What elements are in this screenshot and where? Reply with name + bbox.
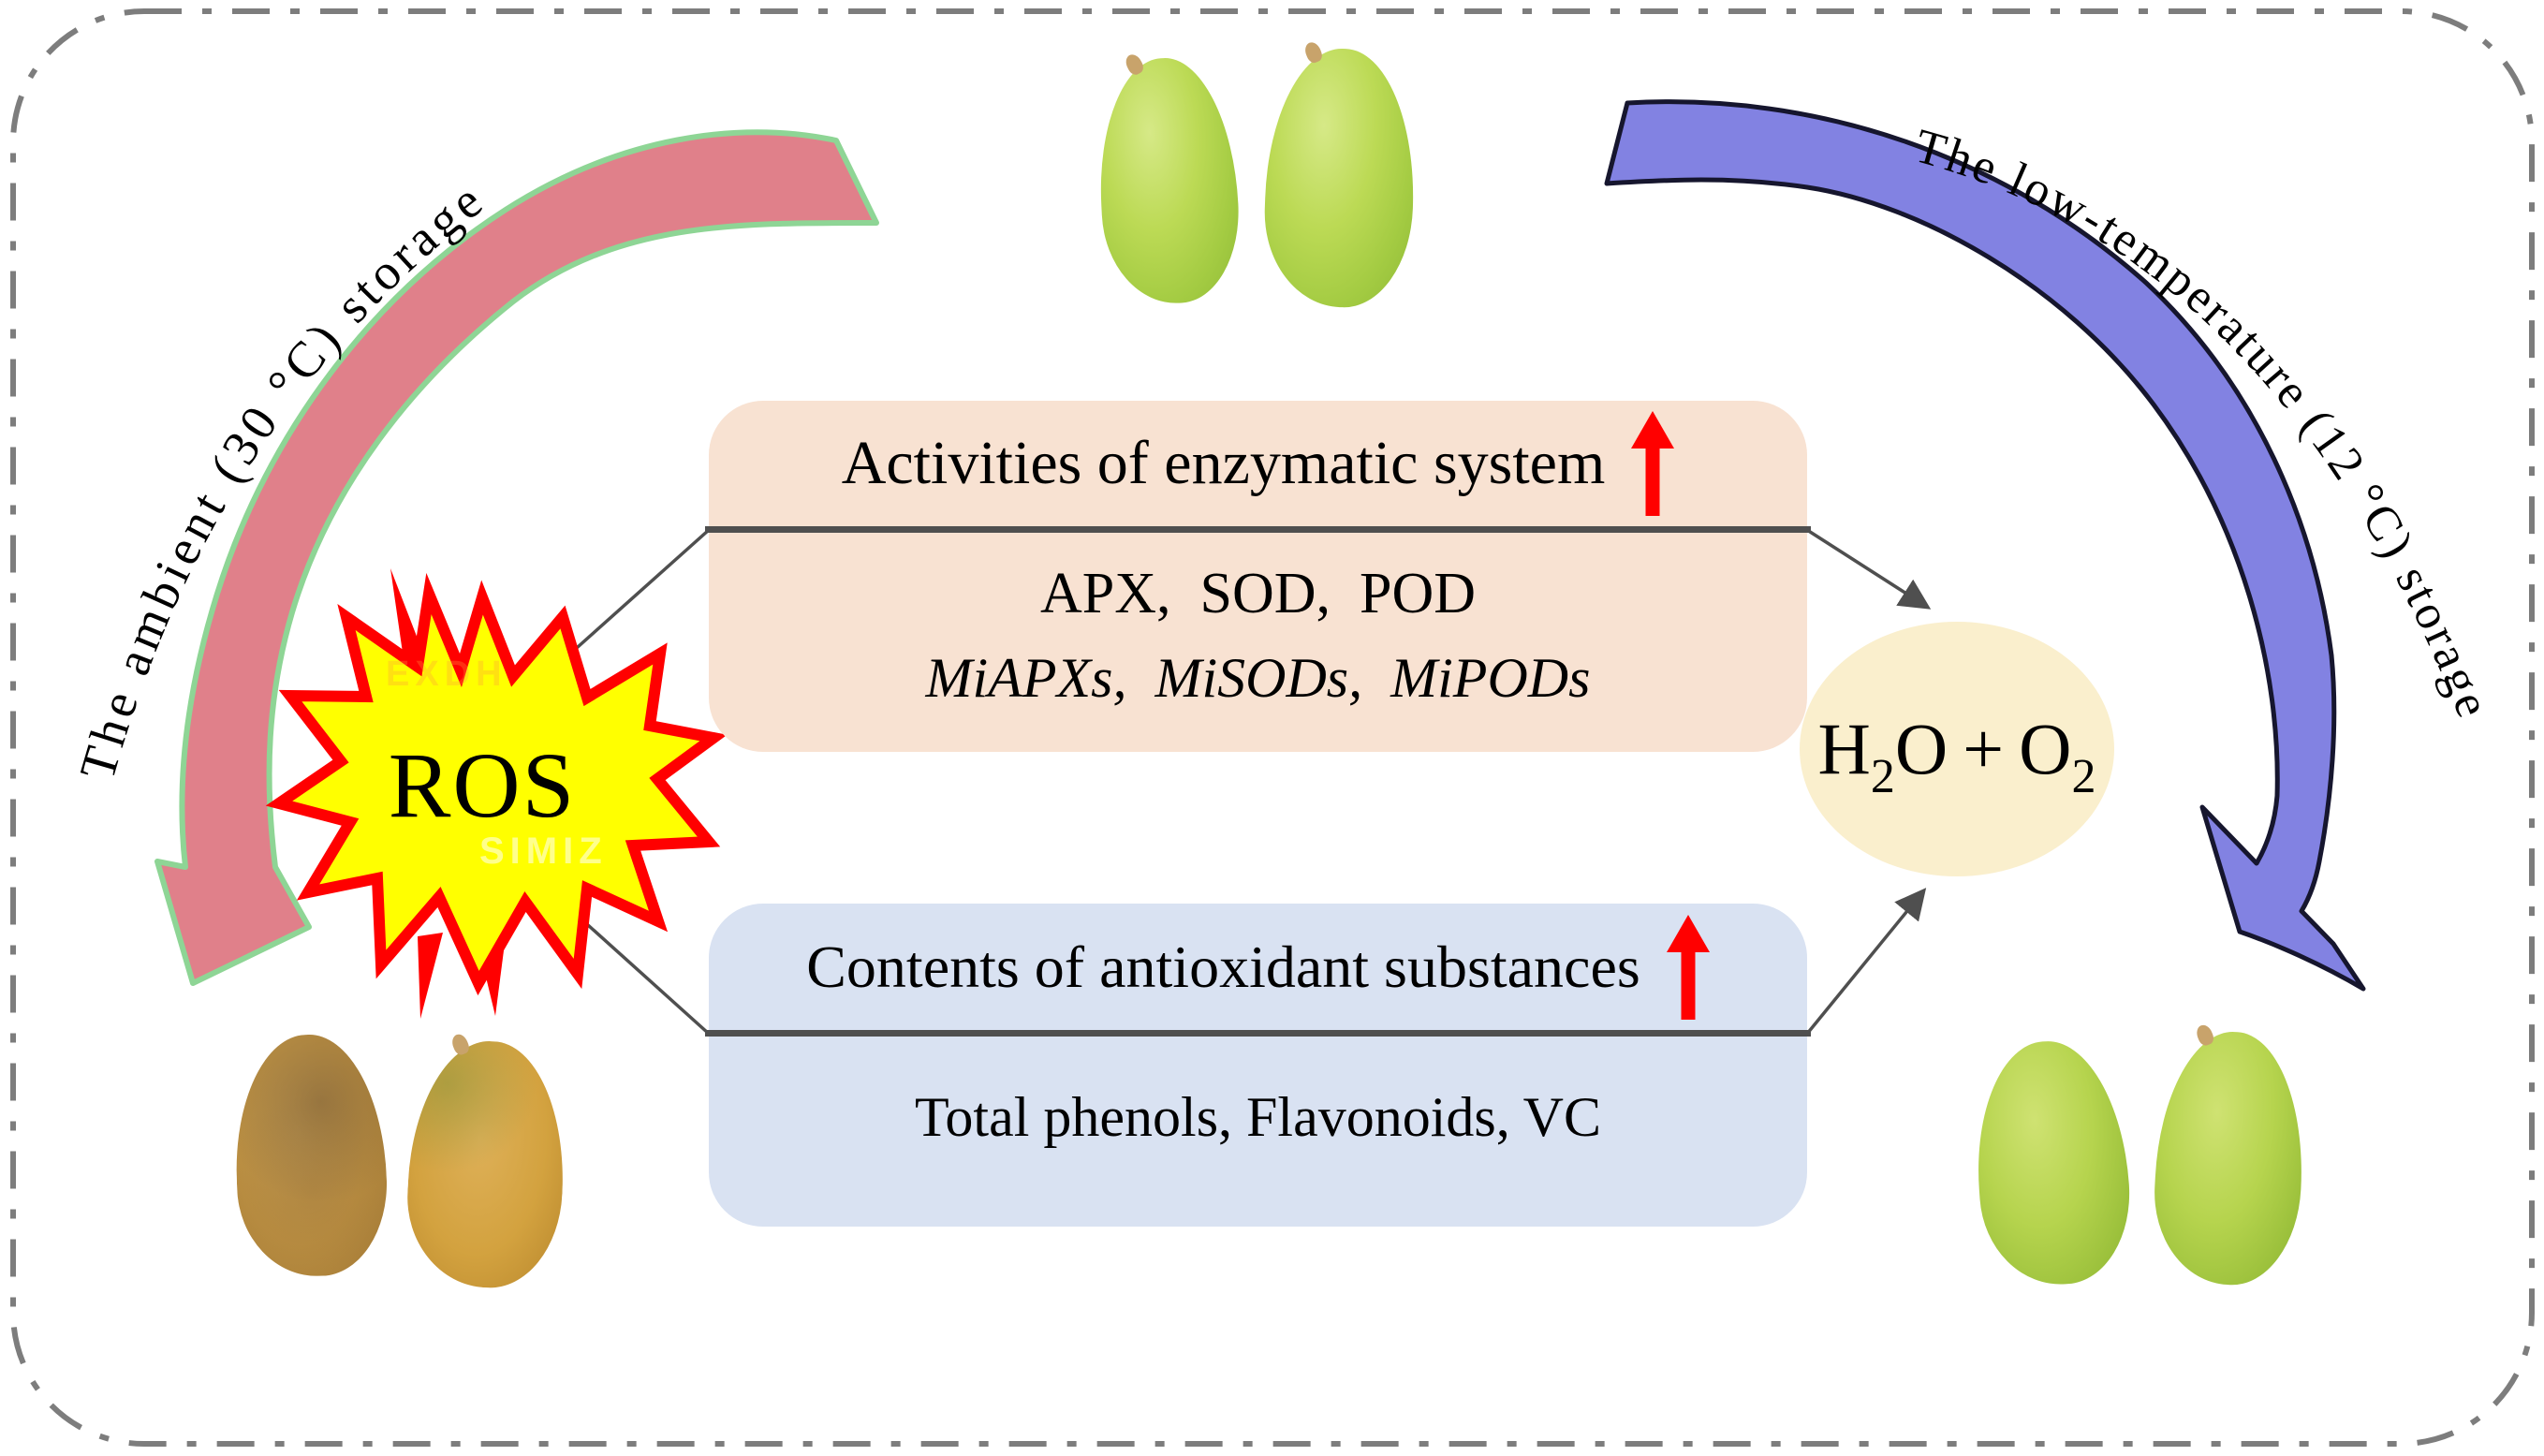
enzyme-panel-content: APX, SOD, POD MiAPXs, MiSODs, MiPODs — [709, 533, 1807, 711]
enzyme-activity-panel: Activities of enzymatic system APX, SOD,… — [705, 401, 1811, 752]
antioxidant-panel-title: Contents of antioxidant substances — [806, 933, 1640, 1000]
increase-arrow-icon — [1631, 411, 1674, 516]
figure-border — [10, 8, 2535, 1447]
enzyme-panel-divider — [705, 526, 1811, 533]
ros-watermark-top: EXDH — [386, 654, 507, 694]
antioxidant-panel-divider — [705, 1030, 1811, 1037]
connector-ros-to-enzyme — [558, 528, 711, 665]
product-ellipse: H2O+O2 — [1800, 622, 2114, 876]
h2o-o2-formula: H2O+O2 — [1817, 707, 2095, 803]
ros-watermark-bottom: SIMIZ — [479, 831, 608, 872]
enzyme-list: APX, SOD, POD — [1039, 562, 1477, 625]
ros-label: ROS — [389, 733, 577, 837]
enzyme-panel-title: Activities of enzymatic system — [841, 429, 1606, 497]
formula-plus: + — [1963, 708, 2005, 789]
formula-o2-sub: 2 — [2071, 750, 2096, 803]
antioxidant-panel-title-row: Contents of antioxidant substances — [709, 904, 1807, 1030]
formula-o2: O — [2019, 708, 2072, 789]
low-temperature-pathway-arrow — [1604, 99, 2366, 992]
ros-spike-bottom-left — [418, 933, 443, 1019]
connector-antioxidant-to-product — [1805, 888, 1927, 1036]
enzyme-gene-list: MiAPXs, MiSODs, MiPODs — [925, 647, 1591, 709]
antioxidant-list: Total phenols, Flavonoids, VC — [914, 1086, 1602, 1148]
antioxidant-content-panel: Contents of antioxidant substances Total… — [705, 904, 1811, 1227]
ambient-pathway-arrow — [154, 129, 879, 986]
connector-enzyme-to-product — [1806, 528, 1932, 610]
formula-h: H — [1817, 708, 1871, 789]
formula-o: O — [1894, 708, 1948, 789]
ros-star — [265, 572, 728, 996]
antioxidant-panel-content: Total phenols, Flavonoids, VC — [709, 1037, 1807, 1150]
ros-burst: EXDH ROS SIMIZ — [265, 568, 728, 1019]
increase-arrow-icon — [1667, 915, 1710, 1020]
formula-h-sub: 2 — [1870, 750, 1895, 803]
enzyme-panel-title-row: Activities of enzymatic system — [709, 401, 1807, 526]
